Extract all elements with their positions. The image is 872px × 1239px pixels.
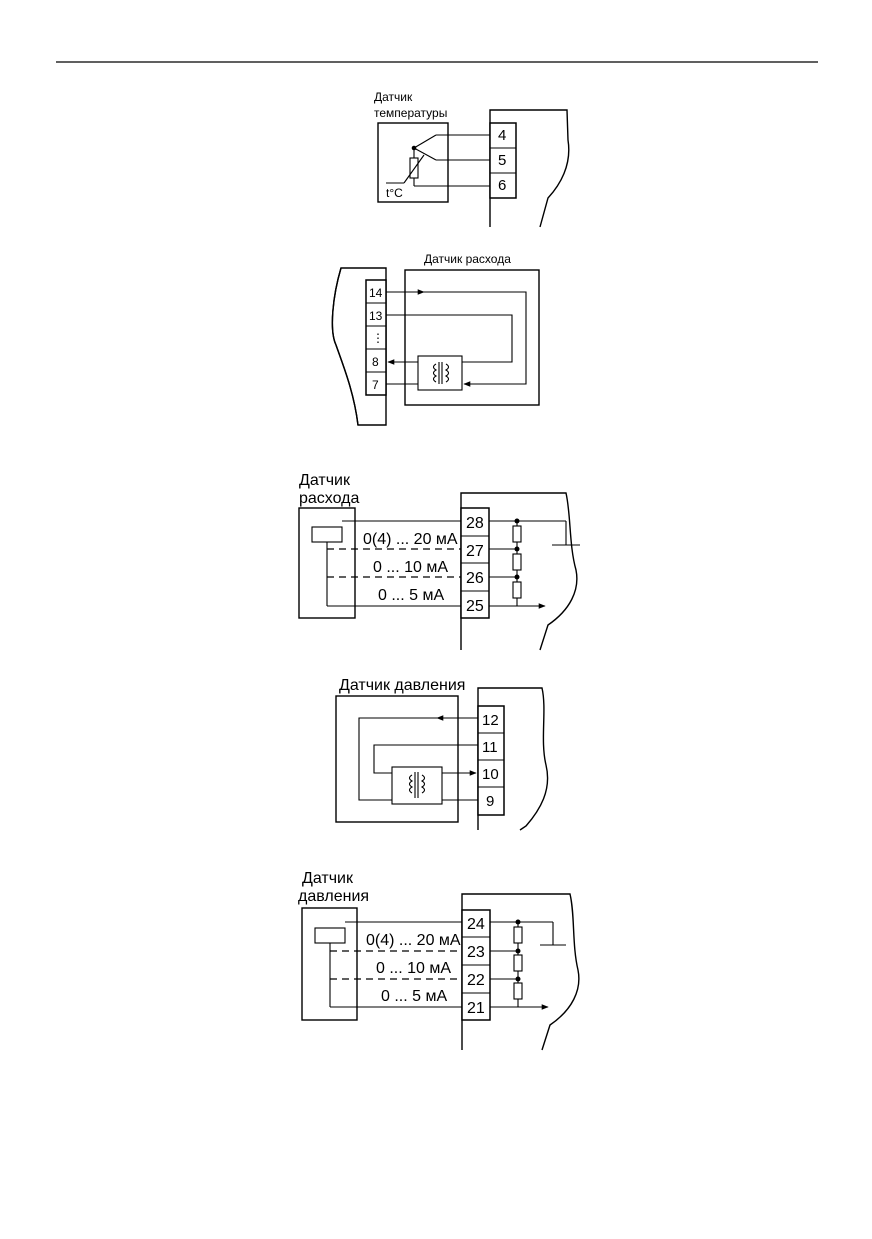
terminal-8: 8 (372, 355, 379, 369)
terminal-28: 28 (466, 515, 484, 532)
terminal-9: 9 (486, 793, 494, 810)
terminal-27: 27 (466, 543, 484, 560)
range-0-4-20ma: 0(4) ... 20 мА (363, 531, 458, 548)
terminal-22: 22 (467, 972, 485, 989)
terminal-13: 13 (369, 309, 383, 323)
terminal-dots: ⋮ (372, 331, 384, 345)
thermistor (409, 157, 419, 179)
pressure-current-label-line1: Датчик (302, 870, 354, 887)
flow-sensor-box (404, 269, 540, 406)
device-edge-2-curve (331, 267, 359, 426)
range-0-4-20ma: 0(4) ... 20 мА (366, 932, 461, 949)
resistor (512, 553, 522, 571)
temperature-sensor-box (377, 122, 449, 203)
terminal-24: 24 (467, 916, 485, 933)
flow-current-label-line2: расхода (299, 490, 360, 507)
flow-current-sensor-box (298, 507, 356, 619)
terminal-26: 26 (466, 570, 484, 587)
pressure-bridge-diagram: Датчик давления 12 11 10 9 (335, 677, 549, 831)
range-0-10ma: 0 ... 10 мА (376, 960, 451, 977)
resistor (513, 982, 523, 1000)
terminal-block-2 (365, 279, 387, 396)
flow-bridge-diagram: Датчик расхода 14 13 ⋮ 8 7 (331, 252, 540, 426)
pressure-sensor-box (335, 695, 459, 823)
temperature-label-line1: Датчик (374, 90, 413, 104)
temperature-wiring (386, 134, 490, 187)
transformer (417, 355, 463, 391)
terminal-4: 4 (498, 127, 506, 144)
pressure-bridge-wiring (358, 715, 478, 805)
pressure-current-label-line2: давления (298, 888, 369, 905)
range-0-5ma: 0 ... 5 мА (378, 587, 444, 604)
terminal-23: 23 (467, 944, 485, 961)
range-0-10ma: 0 ... 10 мА (373, 559, 448, 576)
terminal-14: 14 (369, 286, 383, 300)
pressure-current-wiring (329, 919, 566, 1010)
pressure-current-source (314, 927, 346, 944)
terminal-7: 7 (372, 378, 379, 392)
flow-current-label-line1: Датчик (299, 472, 351, 489)
temperature-label-line2: температуры (374, 106, 447, 120)
terminal-21: 21 (467, 1000, 485, 1017)
transformer (391, 766, 443, 805)
pressure-current-sensor-box (301, 907, 358, 1021)
terminal-11: 11 (482, 739, 498, 756)
terminal-10: 10 (482, 766, 499, 783)
device-edge-5 (461, 893, 580, 1051)
pressure-bridge-label: Датчик давления (339, 677, 465, 694)
temperature-symbol: t°C (386, 186, 403, 200)
flow-current-wiring (326, 518, 580, 609)
range-0-5ma: 0 ... 5 мА (381, 988, 447, 1005)
temperature-sensor-diagram: Датчик температуры 4 5 6 t°C (374, 90, 570, 228)
device-edge-3 (460, 492, 578, 651)
resistor (512, 581, 522, 599)
pressure-current-diagram: Датчик давления 24 23 22 21 0(4) ... 20 … (298, 870, 580, 1051)
flow-bridge-label: Датчик расхода (424, 252, 511, 266)
terminal-block-1 (489, 122, 517, 199)
flow-current-source (311, 526, 343, 543)
terminal-5: 5 (498, 152, 506, 169)
resistor (513, 926, 523, 944)
resistor (513, 954, 523, 972)
device-edge-1 (489, 109, 570, 228)
flow-current-diagram: Датчик расхода 28 27 26 25 0(4) ... 20 м… (298, 472, 580, 651)
terminal-25: 25 (466, 598, 484, 615)
flow-bridge-wiring (386, 289, 527, 391)
terminal-6: 6 (498, 177, 506, 194)
terminal-12: 12 (482, 712, 499, 729)
device-edge-4 (477, 687, 549, 831)
resistor (512, 525, 522, 543)
